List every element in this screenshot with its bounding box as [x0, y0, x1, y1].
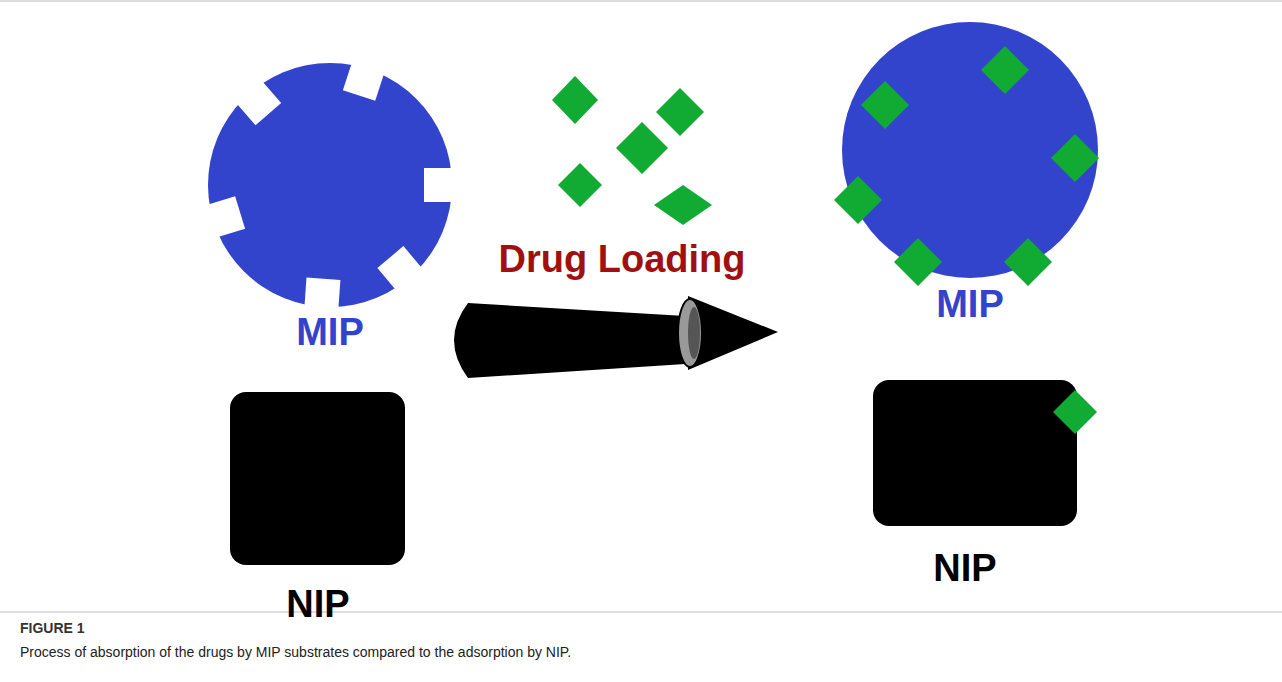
loading-arrow — [454, 296, 778, 378]
mip-circle: MIP — [205, 60, 465, 370]
shape-label: MIP — [296, 312, 364, 354]
nip-block: NIP — [873, 380, 1113, 595]
shape-label: NIP — [286, 584, 349, 626]
shape-label: MIP — [936, 284, 1004, 326]
rect-shape — [873, 380, 1113, 540]
figure-number: FIGURE 1 — [20, 620, 85, 636]
circle-shape — [205, 60, 465, 320]
rect-shape — [230, 392, 406, 568]
process-label: Drug Loading — [499, 238, 746, 281]
nip-block: NIP — [230, 392, 406, 632]
top-rule — [0, 1, 1282, 2]
caption-rule — [0, 612, 1282, 613]
circle-shape — [830, 20, 1120, 290]
free-drug-diamonds — [552, 76, 712, 225]
shape-label: NIP — [933, 548, 996, 590]
loaded-mip-circle: MIP — [830, 20, 1120, 330]
figure-caption: Process of absorption of the drugs by MI… — [20, 644, 1260, 660]
